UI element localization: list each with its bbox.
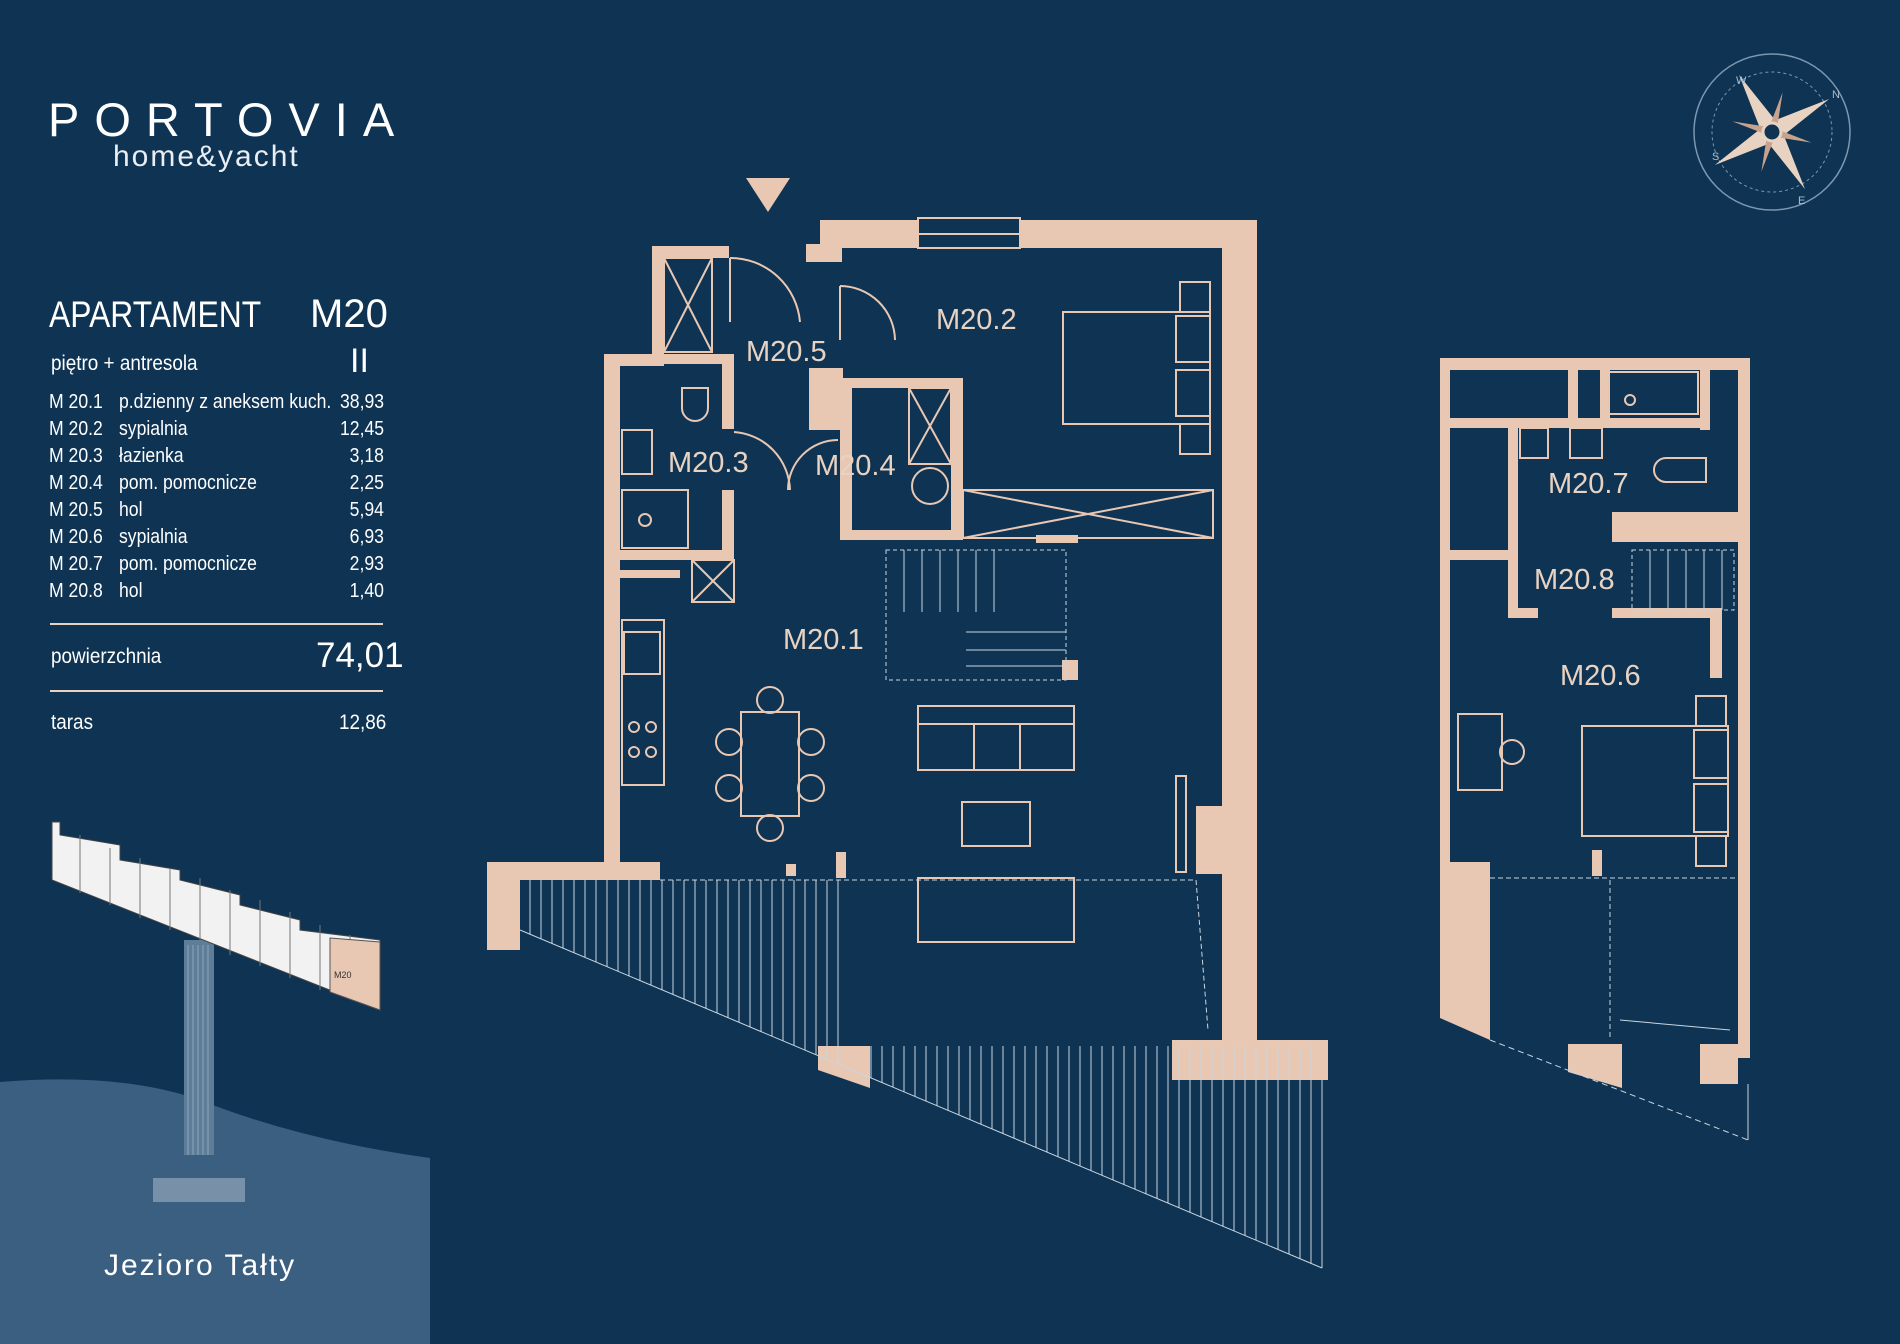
brand-tagline: home&yacht bbox=[113, 140, 300, 173]
room-row: M 20.4 pom. pomocnicze 2,25 bbox=[49, 472, 384, 499]
room-row: M 20.3 łazienka 3,18 bbox=[49, 445, 384, 472]
total-area-label: powierzchnia bbox=[51, 645, 162, 668]
pier-head bbox=[153, 1178, 245, 1202]
room-label-m20-5: M20.5 bbox=[746, 336, 827, 368]
room-id: M 20.4 bbox=[49, 472, 103, 494]
highlighted-apartment bbox=[329, 937, 381, 1011]
apartment-label: APARTAMENT bbox=[49, 294, 262, 335]
room-name: hol bbox=[119, 499, 143, 521]
room-id: M 20.2 bbox=[49, 418, 103, 440]
compass-rose: N S E W bbox=[1693, 53, 1851, 211]
wall bbox=[820, 220, 1257, 248]
room-label-m20-2: M20.2 bbox=[936, 304, 1017, 336]
room-area: 12,45 bbox=[339, 418, 384, 440]
room-id: M 20.1 bbox=[49, 391, 103, 413]
compass-e: E bbox=[1798, 195, 1805, 207]
lake-shape bbox=[0, 1079, 430, 1344]
room-name: sypialnia bbox=[119, 526, 188, 548]
room-list: M 20.1 p.dzienny z aneksem kuch. 38,93 M… bbox=[49, 391, 384, 607]
room-name: hol bbox=[119, 580, 143, 602]
room-row: M 20.6 sypialnia 6,93 bbox=[49, 526, 384, 553]
room-id: M 20.6 bbox=[49, 526, 103, 548]
room-area: 38,93 bbox=[339, 391, 384, 413]
divider bbox=[50, 690, 383, 692]
room-label-m20-3: M20.3 bbox=[668, 447, 749, 479]
room-row: M 20.1 p.dzienny z aneksem kuch. 38,93 bbox=[49, 391, 384, 418]
wall bbox=[1440, 358, 1450, 1018]
room-row: M 20.8 hol 1,40 bbox=[49, 580, 384, 607]
compass-s: S bbox=[1712, 151, 1719, 163]
pier bbox=[184, 940, 214, 1155]
terrace-value: 12,86 bbox=[339, 711, 387, 734]
room-id: M 20.7 bbox=[49, 553, 103, 575]
compass-n: N bbox=[1832, 89, 1840, 101]
compass-w: W bbox=[1736, 75, 1747, 87]
room-area: 2,93 bbox=[349, 553, 384, 575]
room-label-m20-1: M20.1 bbox=[783, 624, 864, 656]
highlight-label: M20 bbox=[334, 970, 352, 980]
brand-name: PORTOVIA bbox=[48, 93, 410, 146]
room-row: M 20.5 hol 5,94 bbox=[49, 499, 384, 526]
room-label-m20-6: M20.6 bbox=[1560, 660, 1641, 692]
room-area: 1,40 bbox=[349, 580, 384, 602]
room-name: p.dzienny z aneksem kuch. bbox=[119, 391, 332, 413]
apartment-code: M20 bbox=[310, 292, 388, 336]
floor-label: piętro + antresola bbox=[51, 352, 198, 375]
room-id: M 20.8 bbox=[49, 580, 103, 602]
room-label-m20-4: M20.4 bbox=[815, 450, 896, 482]
room-name: łazienka bbox=[119, 445, 184, 467]
room-area: 3,18 bbox=[349, 445, 384, 467]
wall bbox=[1738, 358, 1750, 1058]
wall bbox=[1440, 358, 1748, 370]
wall bbox=[1222, 220, 1257, 1040]
room-row: M 20.7 pom. pomocnicze 2,93 bbox=[49, 553, 384, 580]
floor-number: II bbox=[350, 342, 369, 380]
room-row: M 20.2 sypialnia 12,45 bbox=[49, 418, 384, 445]
divider bbox=[50, 623, 383, 625]
room-area: 5,94 bbox=[349, 499, 384, 521]
room-area: 2,25 bbox=[349, 472, 384, 494]
lake-name: Jezioro Tałty bbox=[104, 1249, 297, 1282]
room-name: sypialnia bbox=[119, 418, 188, 440]
room-id: M 20.5 bbox=[49, 499, 103, 521]
room-name: pom. pomocnicze bbox=[119, 472, 257, 494]
terrace-label: taras bbox=[51, 711, 94, 734]
room-label-m20-8: M20.8 bbox=[1534, 564, 1615, 596]
room-id: M 20.3 bbox=[49, 445, 103, 467]
room-area: 6,93 bbox=[349, 526, 384, 548]
wall bbox=[604, 354, 620, 862]
entrance-arrow bbox=[746, 178, 790, 212]
site-map: M20 bbox=[0, 821, 430, 1344]
room-name: pom. pomocnicze bbox=[119, 553, 257, 575]
room-label-m20-7: M20.7 bbox=[1548, 468, 1629, 500]
total-area-value: 74,01 bbox=[316, 636, 404, 675]
